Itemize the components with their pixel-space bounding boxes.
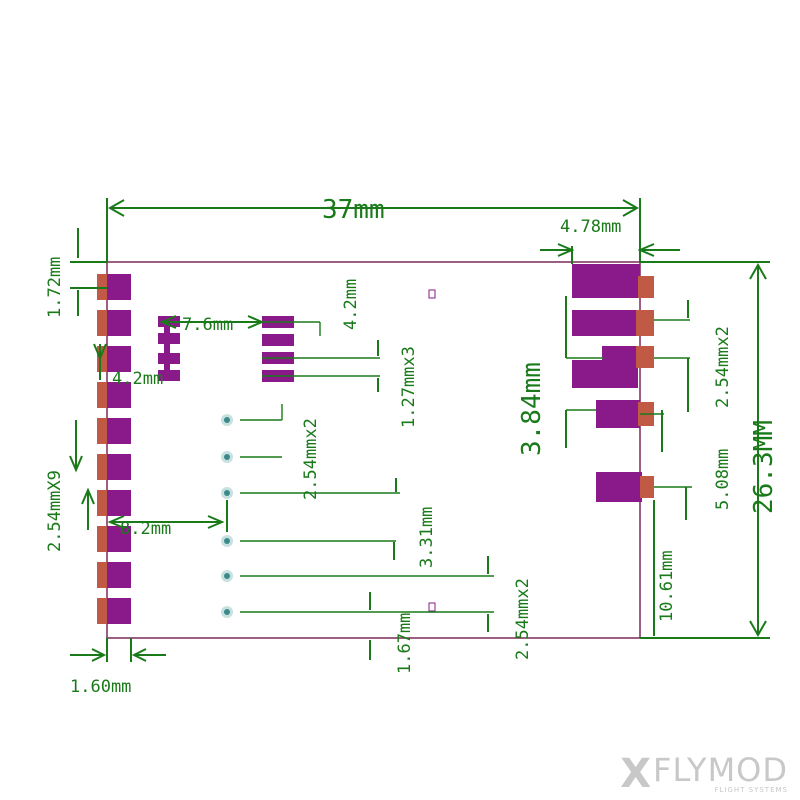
label-left-pitch: 2.54mmX9: [45, 470, 65, 552]
label-bottom-gap: 1.67mm: [395, 613, 415, 674]
label-left-pad-width: 1.60mm: [70, 677, 131, 697]
marker: [428, 602, 436, 612]
label-via-gap: 3.31mm: [417, 507, 437, 568]
label-top-chip-height: 4.2mm: [341, 279, 361, 330]
watermark-sub: FLIGHT SYSTEMS: [714, 786, 788, 794]
dimension-lines: [69, 198, 770, 662]
via-column: [221, 414, 233, 618]
left-pad-mask: [107, 562, 131, 588]
label-top-offset: 1.72mm: [45, 257, 65, 318]
left-pad-column: [97, 274, 131, 624]
left-pad-mask: [107, 310, 131, 336]
marker: [428, 289, 436, 299]
left-pad-mask: [107, 454, 131, 480]
dimension-labels: 37mm 4.78mm 1.72mm 7.6mm 4.2mm 4.2mm 2.5…: [45, 195, 779, 697]
label-left-small-gap: 4.2mm: [112, 369, 163, 389]
watermark-mark: X: [620, 751, 652, 797]
watermark-logo: X FLYMOD FLIGHT SYSTEMS: [620, 754, 788, 794]
label-via-pitch-top: 2.54mmx2: [301, 418, 321, 500]
label-right-bottom: 10.61mm: [657, 550, 677, 622]
left-pad-mask: [107, 490, 131, 516]
left-pad-mask: [107, 598, 131, 624]
label-right-pad-depth: 4.78mm: [560, 217, 621, 237]
left-pad-mask: [107, 526, 131, 552]
label-via-offset: 8.2mm: [120, 519, 171, 539]
left-pad-mask: [107, 418, 131, 444]
left-pad-mask: [107, 274, 131, 300]
label-chip-pitch: 1.27mmx3: [399, 346, 419, 428]
label-right-pitch: 2.54mmx2: [713, 326, 733, 408]
label-right-pad-span: 3.84mm: [517, 362, 547, 456]
label-height-total: 26.3MM: [749, 420, 779, 514]
label-width-total: 37mm: [322, 195, 385, 225]
watermark-brand: FLYMOD: [653, 751, 788, 789]
left-pad-mask: [107, 346, 131, 372]
left-pad-mask: [107, 382, 131, 408]
label-right-spacing: 5.08mm: [713, 449, 733, 510]
right-pad-column: [572, 264, 654, 502]
label-center-pad-gap: 7.6mm: [182, 315, 233, 335]
label-via-pitch-bottom: 2.54mmx2: [513, 578, 533, 660]
